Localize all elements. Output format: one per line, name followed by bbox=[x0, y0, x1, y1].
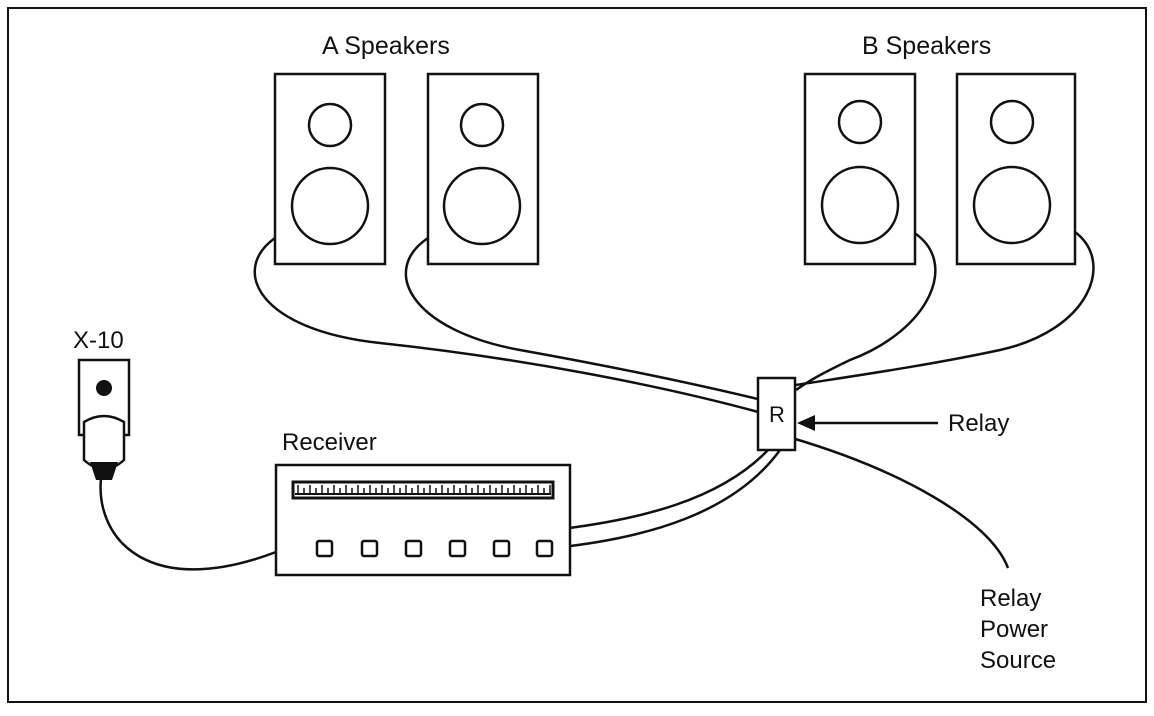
dial-ticks bbox=[297, 485, 551, 494]
wire-a-right bbox=[404, 236, 763, 402]
diagram-border bbox=[7, 7, 1147, 703]
woofer-icon bbox=[820, 165, 900, 245]
receiver-button bbox=[315, 539, 334, 558]
wire-b-right bbox=[795, 231, 1095, 387]
receiver-button bbox=[404, 539, 423, 558]
b-speaker-left bbox=[803, 72, 917, 266]
speaker-wires bbox=[253, 230, 1095, 415]
woofer-icon bbox=[972, 165, 1052, 245]
a-speaker-left bbox=[273, 72, 387, 266]
a-speakers-label: A Speakers bbox=[322, 32, 450, 60]
indicator-dot-icon bbox=[96, 380, 112, 396]
wire-a-left bbox=[253, 236, 763, 415]
tweeter-icon bbox=[459, 102, 505, 148]
a-speaker-right bbox=[426, 72, 540, 266]
tuning-dial bbox=[291, 480, 555, 500]
wire-b-left bbox=[795, 230, 937, 392]
relay-arrow-icon bbox=[797, 415, 938, 431]
receiver-label: Receiver bbox=[282, 429, 377, 456]
plug-icon bbox=[82, 414, 126, 471]
receiver-relay-wire-1 bbox=[552, 449, 769, 532]
receiver-relay-wire-2 bbox=[552, 449, 782, 550]
tweeter-icon bbox=[989, 99, 1035, 145]
receiver-relay-cable bbox=[552, 449, 782, 550]
relay-power-source-label-line1: Relay bbox=[980, 585, 1041, 612]
woofer-icon bbox=[290, 166, 370, 246]
x10-module bbox=[77, 358, 131, 480]
relay-power-source-label-line2: Power bbox=[980, 616, 1048, 643]
relay-letter: R bbox=[769, 402, 785, 427]
receiver-button bbox=[448, 539, 467, 558]
plug-tip-icon bbox=[90, 462, 118, 480]
x10-receiver-cable bbox=[99, 477, 277, 571]
b-speaker-right bbox=[955, 72, 1077, 266]
tweeter-icon bbox=[307, 102, 353, 148]
receiver-button bbox=[492, 539, 511, 558]
receiver-buttons bbox=[315, 539, 554, 558]
receiver-unit bbox=[274, 463, 572, 577]
tweeter-icon bbox=[837, 99, 883, 145]
b-speakers-label: B Speakers bbox=[862, 32, 991, 60]
receiver-button bbox=[360, 539, 379, 558]
woofer-icon bbox=[442, 166, 522, 246]
relay-label: Relay bbox=[948, 410, 1009, 437]
relay-power-wire bbox=[791, 436, 1010, 569]
x10-label: X-10 bbox=[73, 327, 124, 354]
receiver-button bbox=[535, 539, 554, 558]
relay-power-source-label-line3: Source bbox=[980, 647, 1056, 674]
relay-box: R bbox=[756, 376, 797, 452]
